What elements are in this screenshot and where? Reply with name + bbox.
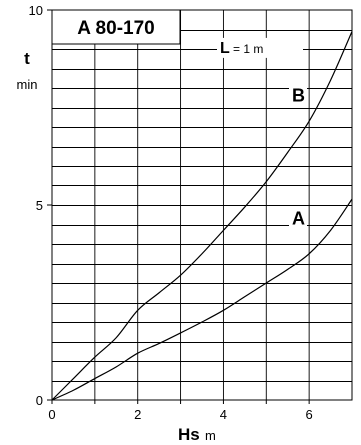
chart-title: A 80-170 — [77, 18, 154, 39]
y-axis-label: t — [24, 49, 30, 68]
series-label-bg — [289, 208, 307, 230]
x-tick-label: 0 — [48, 407, 55, 422]
series-label-b: B — [292, 86, 305, 106]
curve-layer — [51, 31, 353, 401]
series-line-b — [51, 31, 353, 401]
series-label-a: A — [292, 209, 305, 229]
x-tick-label: 2 — [134, 407, 141, 422]
y-tick-label: 10 — [29, 3, 43, 18]
x-tick-label: 4 — [220, 407, 227, 422]
plot-frame — [51, 9, 353, 401]
series-label-bg — [289, 85, 307, 107]
series-label-layer: AB — [217, 37, 307, 230]
tick-layer: 0 2 4 6 0 5 10 — [29, 3, 313, 422]
title-box: A 80-170 — [51, 9, 181, 45]
annotation-bg — [217, 37, 303, 58]
title-box-border — [51, 9, 181, 45]
series-line-a — [51, 198, 353, 401]
y-tick-label: 5 — [36, 198, 43, 213]
x-axis-label: Hs — [178, 425, 200, 444]
annotation-value: = 1 m — [233, 42, 263, 56]
annotation-label: L — [220, 40, 230, 57]
x-axis-unit: m — [205, 428, 216, 443]
grid-layer — [52, 10, 352, 400]
y-axis-unit: min — [17, 77, 38, 92]
x-tick-label: 6 — [306, 407, 313, 422]
y-tick-label: 0 — [36, 393, 43, 408]
